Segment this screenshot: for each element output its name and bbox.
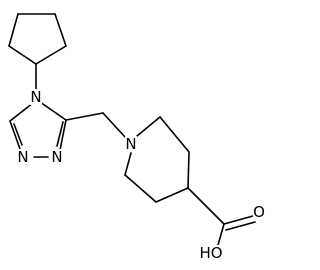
bond (35, 45, 67, 65)
label-background (199, 245, 223, 261)
bond (225, 221, 256, 231)
bond (187, 151, 190, 189)
bond (8, 13, 19, 47)
bond (187, 187, 225, 225)
atom-ho-hydroxyl: HO (199, 244, 222, 262)
bond (124, 152, 132, 176)
bond (217, 223, 225, 246)
bond (59, 119, 67, 151)
label-background (253, 204, 265, 220)
label-background (30, 89, 42, 105)
carboxylic-acid (187, 187, 256, 246)
label-background (125, 136, 137, 152)
atom-n-piperidine: N (125, 135, 136, 153)
linker-and-piperidine (65, 112, 190, 203)
bond (9, 120, 21, 150)
atom-labels: N N N N O HO (17, 88, 265, 262)
bond (223, 215, 254, 225)
triazole-ring (9, 63, 67, 158)
atom-n4-triazole: N (30, 88, 41, 106)
atom-n1-triazole: N (17, 148, 28, 166)
atom-o-carbonyl: O (253, 203, 265, 221)
cyclopentyl-ring (8, 13, 67, 65)
bond (65, 112, 104, 121)
bond (155, 187, 189, 203)
bond (13, 123, 23, 146)
chemical-structure: N N N N O HO (8, 13, 265, 262)
bond (8, 45, 37, 65)
bond (56, 121, 64, 147)
bond (124, 174, 157, 203)
bond (9, 102, 34, 122)
bond (102, 112, 126, 138)
label-background (17, 149, 29, 165)
bond (39, 101, 67, 121)
bond (159, 116, 190, 153)
bond (136, 116, 161, 137)
bond (54, 13, 67, 47)
atom-n2-triazole: N (51, 148, 62, 166)
label-background (51, 149, 63, 165)
